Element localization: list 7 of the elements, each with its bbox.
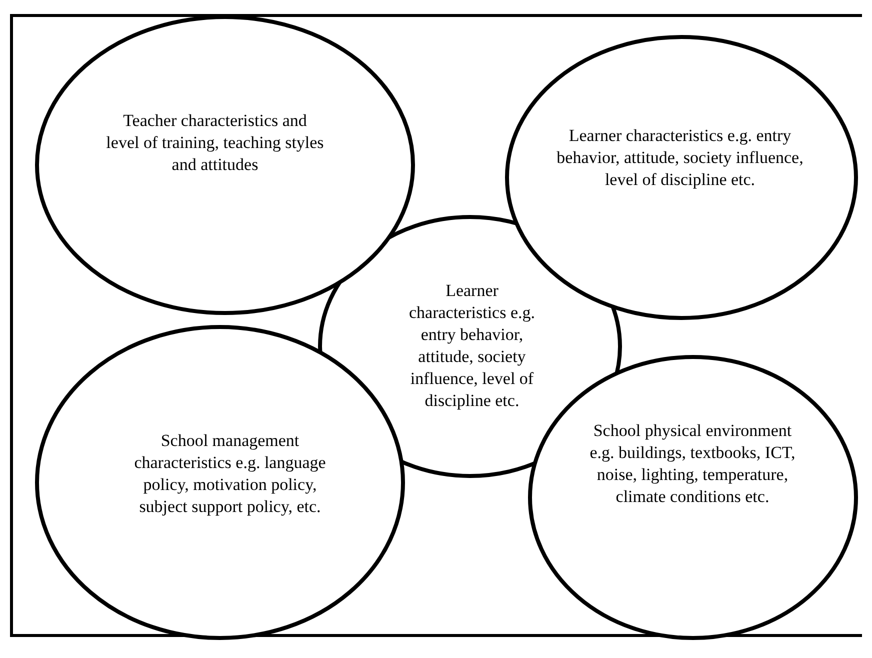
node-text: School management characteristics e.g. language policy, motivation policy, subject support policy, etc. xyxy=(133,430,327,518)
ellipse-node xyxy=(505,35,858,320)
node-text: Teacher characteristics and level of training, teaching styles and attitudes xyxy=(105,110,325,176)
ellipse-node xyxy=(35,325,405,640)
node-text: Learner characteristics e.g. entry behavior, attitude, society influence, level of discipline etc. xyxy=(556,125,804,191)
node-text: Learner characteristics e.g. entry behavior, attitude, society influence, level of discipline etc. xyxy=(408,280,536,412)
node-text: School physical environment e.g. buildings, textbooks, ICT, noise, lighting, temperature, climate conditions etc. xyxy=(588,420,796,508)
